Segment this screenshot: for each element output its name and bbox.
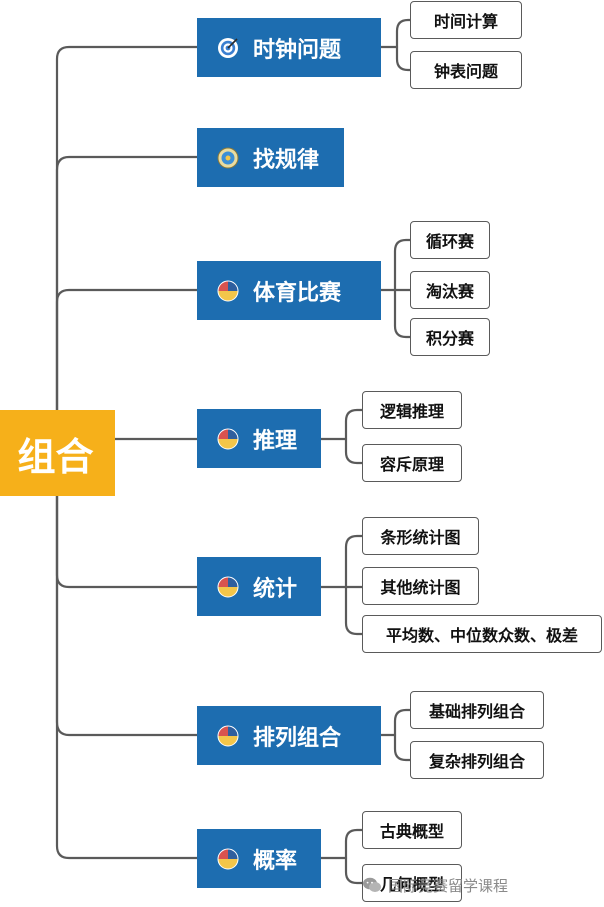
pie-chart-icon [217,428,239,449]
watermark-text: 国际竞赛留学课程 [388,876,509,895]
leaf-inclusion-exclusion[interactable]: 容斥原理 [362,444,462,482]
branch-label: 时钟问题 [253,37,342,63]
leaf-label: 几何概型 [379,875,444,894]
leaf-classical-probability[interactable]: 古典概型 [362,811,462,849]
leaf-points-match[interactable]: 积分赛 [410,318,490,356]
leaf-mean-median-mode-range[interactable]: 平均数、中位数众数、极差 [362,615,602,653]
leaf-label: 容斥原理 [379,455,444,474]
wechat-icon [363,877,381,892]
leaf-bar-chart[interactable]: 条形统计图 [362,517,479,555]
leaf-label: 平均数、中位数众数、极差 [385,626,578,645]
leaf-time-calculation[interactable]: 时间计算 [410,1,522,39]
leaf-label: 逻辑推理 [379,402,444,421]
leaf-knockout[interactable]: 淘汰赛 [410,271,490,309]
settings-disc-icon [217,147,239,168]
pie-chart-icon [217,576,239,597]
watermark: 国际竞赛留学课程 [362,872,508,898]
leaf-clock-problems[interactable]: 钟表问题 [410,51,522,89]
branch-label: 统计 [253,576,298,602]
leaf-label: 钟表问题 [433,62,498,81]
branch-label: 推理 [253,428,298,454]
leaf-complex-permutations[interactable]: 复杂排列组合 [410,741,544,779]
leaf-label: 淘汰赛 [425,282,474,301]
branch-node-clock-problems[interactable]: 时钟问题 [197,18,381,77]
branch-node-find-patterns[interactable]: 找规律 [197,128,344,187]
pie-chart-icon [217,725,239,746]
pie-chart-icon [217,280,239,301]
branch-node-sports-matches[interactable]: 体育比赛 [197,261,381,320]
root-label: 组合 [17,434,94,479]
branch-label: 找规律 [253,147,320,173]
branch-label: 体育比赛 [253,280,342,306]
leaf-label: 循环赛 [425,232,474,251]
branch-node-reasoning[interactable]: 推理 [197,409,321,468]
leaf-logical-reasoning[interactable]: 逻辑推理 [362,391,462,429]
pie-chart-icon [217,848,239,869]
leaf-label: 古典概型 [379,822,444,841]
leaf-label: 复杂排列组合 [428,752,525,771]
leaf-label: 基础排列组合 [428,702,525,721]
leaf-label: 条形统计图 [380,528,461,547]
root-node[interactable]: 组合 [0,410,115,496]
branch-label: 概率 [253,848,298,874]
leaf-other-charts[interactable]: 其他统计图 [362,567,479,605]
branch-label: 排列组合 [253,725,342,751]
leaf-geometric-probability[interactable]: 几何概型 [362,864,462,902]
leaf-label: 时间计算 [433,12,498,31]
leaf-basic-permutations[interactable]: 基础排列组合 [410,691,544,729]
target-icon [218,37,238,58]
leaf-label: 其他统计图 [380,578,461,597]
branch-node-statistics[interactable]: 统计 [197,557,321,616]
leaf-round-robin[interactable]: 循环赛 [410,221,490,259]
branch-node-permutations-combinations[interactable]: 排列组合 [197,706,381,765]
leaf-label: 积分赛 [425,329,474,348]
branch-node-probability[interactable]: 概率 [197,829,321,888]
